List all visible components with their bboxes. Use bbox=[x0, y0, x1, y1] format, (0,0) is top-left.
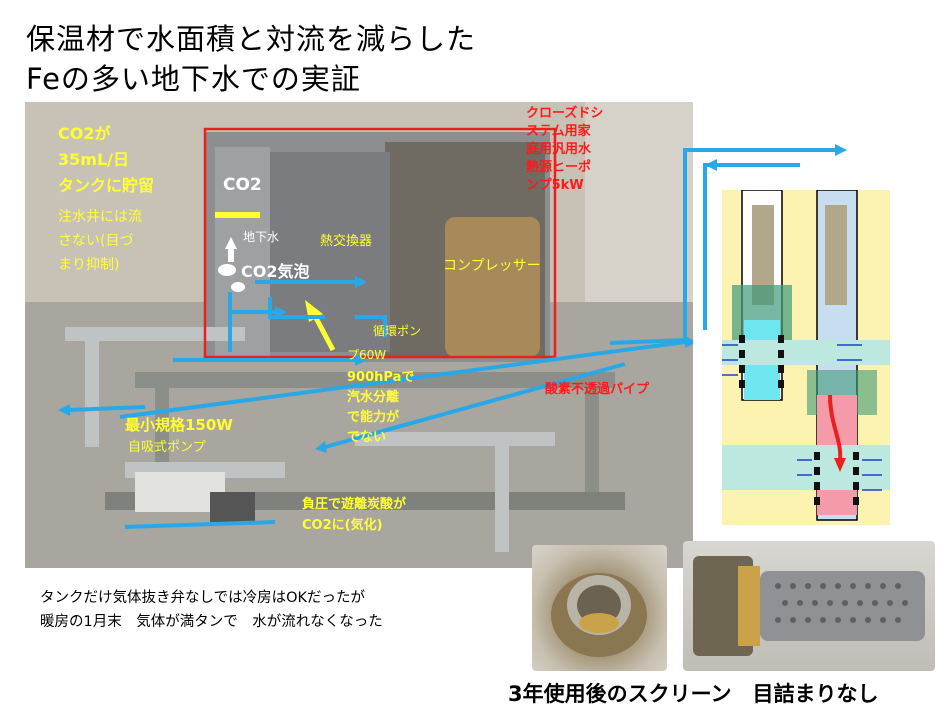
co2-bubble-label: CO2気泡 bbox=[241, 262, 310, 281]
pressure-line2: 汽水分離 bbox=[347, 390, 400, 405]
circ-pump-line1: 循環ポン bbox=[373, 324, 422, 338]
negpress-line1: 負圧で遊離炭酸が bbox=[302, 497, 407, 512]
circ-pump-line2: プ60W bbox=[347, 348, 387, 362]
heatpump-line5: ンプ5kW bbox=[526, 178, 584, 193]
screen-photo-side-view bbox=[683, 541, 935, 671]
slide-title-line2: Feの多い地下水での実証 bbox=[26, 62, 361, 96]
screen-top-graphic bbox=[551, 573, 647, 657]
note-line1: タンクだけ気体抜き弁なしでは冷房はOKだったが bbox=[40, 590, 365, 606]
min-pump-line1: 最小規格150W bbox=[125, 416, 233, 434]
slide-title-line1: 保温材で水面積と対流を減らした bbox=[26, 22, 477, 56]
pressure-line1: 900hPaで bbox=[347, 370, 415, 385]
co2-rate-line1: CO2が bbox=[58, 124, 111, 143]
screen-caption: 3年使用後のスクリーン 目詰まりなし bbox=[508, 682, 879, 706]
well-diagram-graphic bbox=[722, 189, 890, 521]
installation-photo: CO2が 35mL/日 タンクに貯留 注水井には流 さない(目づ まり抑制) C… bbox=[25, 102, 693, 568]
min-pump-line2: 自吸式ポンプ bbox=[128, 440, 206, 455]
pressure-line4: でない bbox=[347, 430, 387, 445]
injection-line3: まり抑制) bbox=[58, 257, 120, 273]
note-line2: 暖房の1月末 気体が満タンで 水が流れなくなった bbox=[40, 614, 383, 630]
injection-line2: さない(目づ bbox=[58, 233, 134, 249]
screen-side-graphic bbox=[693, 556, 925, 656]
heatpump-line1: クローズドシ bbox=[526, 106, 604, 121]
co2-rate-line2: 35mL/日 bbox=[58, 150, 129, 169]
injection-line1: 注水井には流 bbox=[58, 209, 142, 225]
photo-scene bbox=[25, 102, 693, 568]
negpress-line2: CO2に(気化) bbox=[302, 518, 383, 533]
heatpump-line4: 熱源ヒーポ bbox=[526, 160, 592, 175]
heatpump-line2: ステム用家 bbox=[526, 124, 591, 139]
heat-exchanger-label: 熱交換器 bbox=[320, 234, 373, 249]
tank-store-label: タンクに貯留 bbox=[58, 176, 155, 195]
heatpump-line3: 庭用汎用水 bbox=[526, 142, 592, 157]
co2-label: CO2 bbox=[223, 175, 262, 195]
well-diagram bbox=[722, 189, 890, 525]
compressor-label: コンプレッサー bbox=[443, 258, 541, 274]
oxygen-pipe-label: 酸素不透過パイプ bbox=[545, 382, 650, 397]
screen-photo-top-view bbox=[532, 545, 667, 671]
pressure-line3: で能力が bbox=[347, 410, 400, 425]
groundwater-label: 地下水 bbox=[243, 230, 280, 244]
flow-to-diagram-arrows bbox=[609, 144, 847, 345]
